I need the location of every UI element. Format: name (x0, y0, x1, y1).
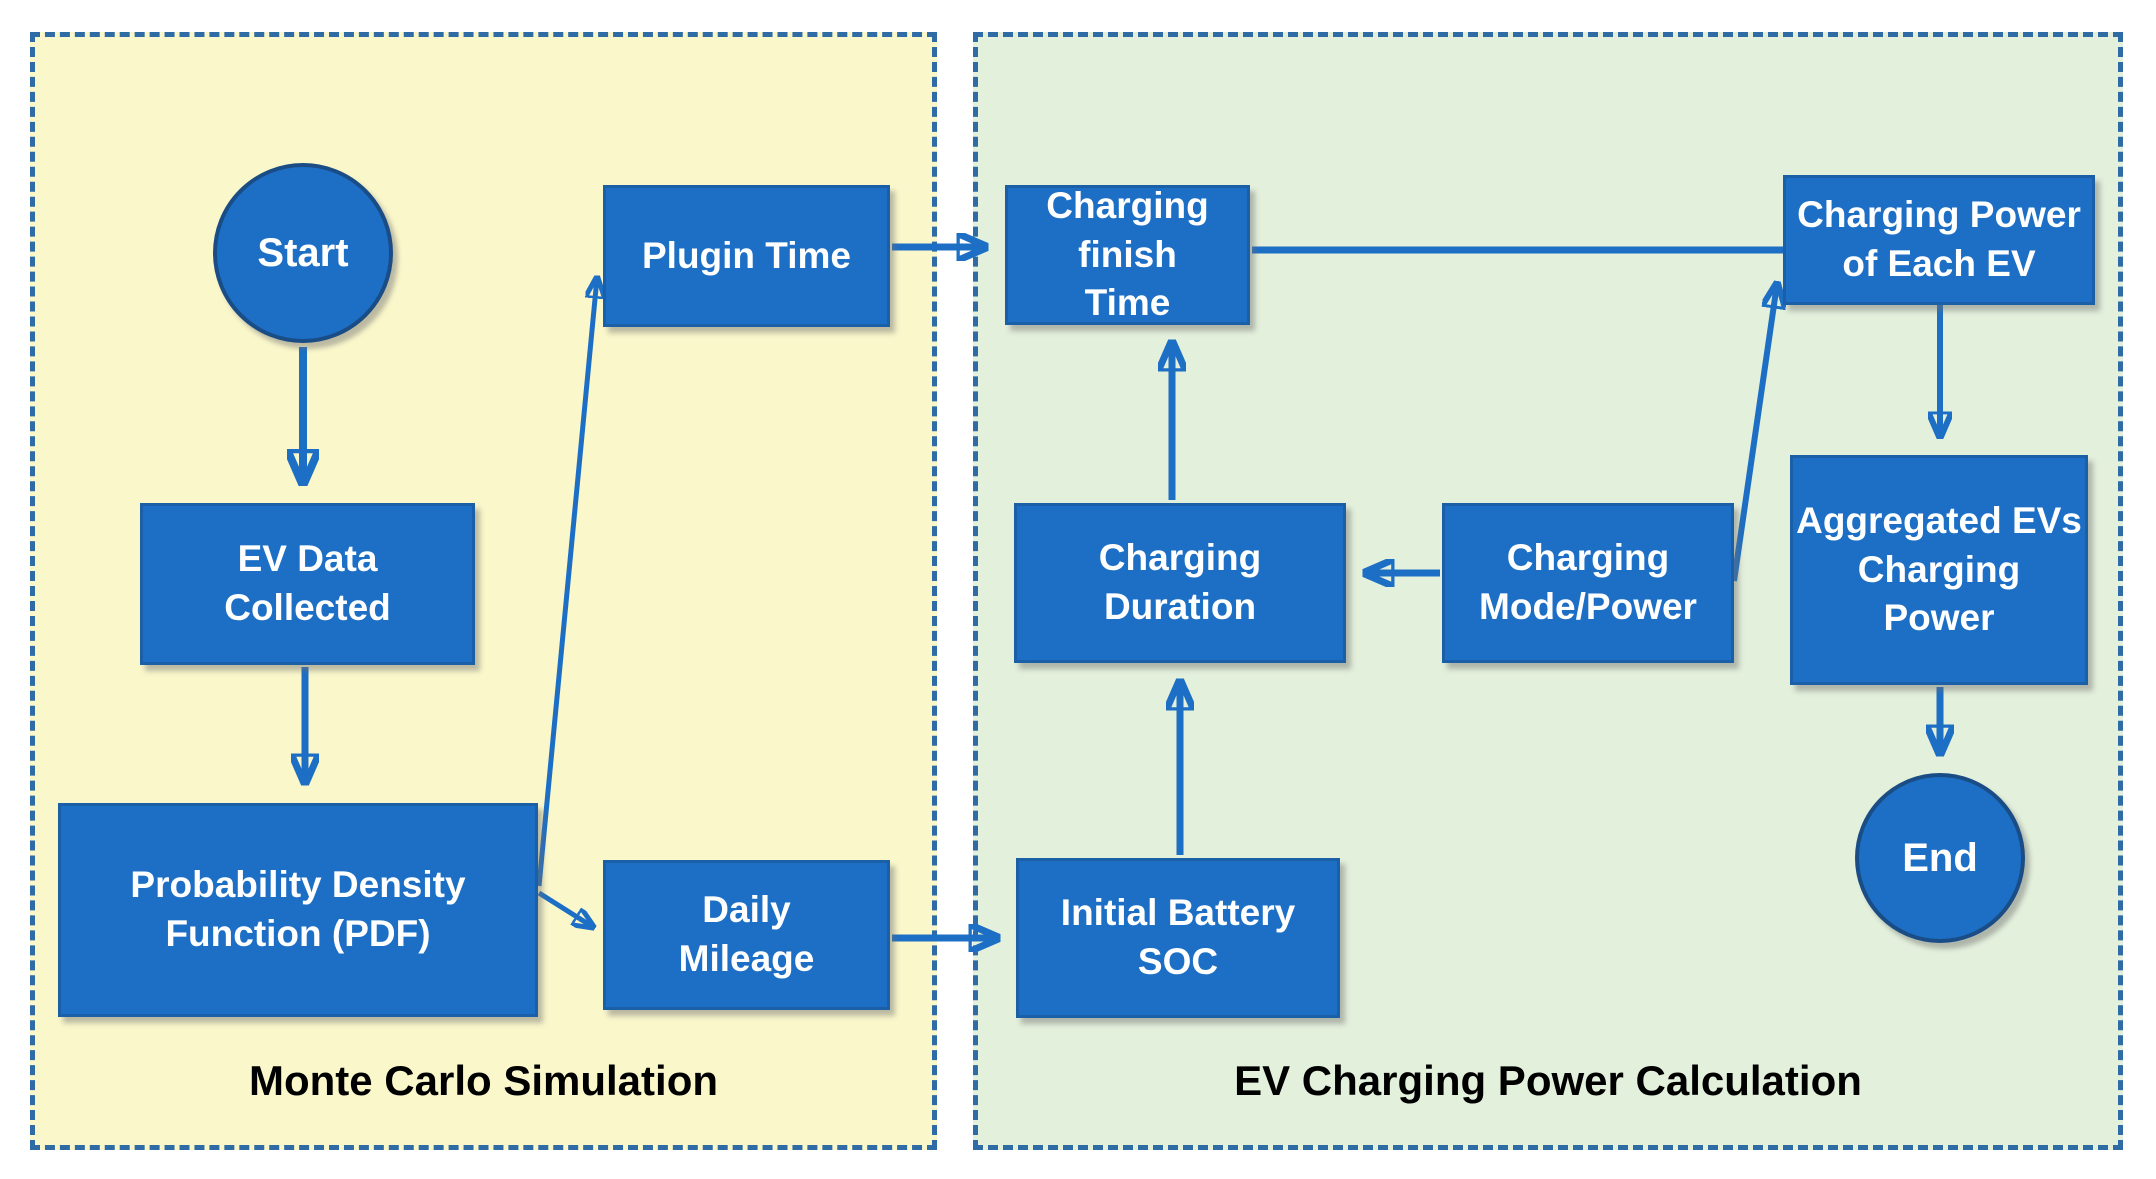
node-start-label: Start (257, 230, 349, 275)
monte-carlo-section-label: Monte Carlo Simulation (248, 1057, 718, 1104)
node-daily-mileage: Daily Mileage (603, 860, 890, 1010)
node-end-label: End (1902, 835, 1978, 880)
node-plugin-time: Plugin Time (603, 185, 890, 327)
node-daily-mileage-label: Daily Mileage (678, 889, 815, 979)
node-charging-finish-time-label: Charging finish Time (1046, 184, 1209, 324)
node-plugin-time-label: Plugin Time (641, 234, 851, 276)
node-charging-duration-label: Charging Duration (1098, 537, 1262, 627)
node-aggregated-evs-charging-power: Aggregated EVs Charging Power (1790, 455, 2088, 685)
node-aggregated-evs-charging-power-label: Aggregated EVs Charging Power (1796, 499, 2082, 639)
node-charging-duration: Charging Duration (1014, 503, 1346, 663)
node-ev-data-collected-label: EV Data Collected (224, 538, 391, 628)
node-charging-finish-time: Charging finish Time (1005, 185, 1250, 325)
node-probability-density-function: Probability Density Function (PDF) (58, 803, 538, 1017)
node-end: End (1855, 773, 2025, 943)
node-probability-density-function-label: Probability Density Function (PDF) (130, 864, 466, 954)
node-start: Start (213, 163, 393, 343)
node-charging-power-of-each-ev: Charging Power of Each EV (1783, 175, 2095, 305)
node-initial-battery-soc: Initial Battery SOC (1016, 858, 1340, 1018)
node-ev-data-collected: EV Data Collected (140, 503, 475, 665)
node-charging-power-of-each-ev-label: Charging Power of Each EV (1797, 194, 2081, 284)
node-charging-mode-power: Charging Mode/Power (1442, 503, 1734, 663)
node-charging-mode-power-label: Charging Mode/Power (1479, 537, 1697, 627)
node-initial-battery-soc-label: Initial Battery SOC (1060, 892, 1296, 982)
ev-charging-calculation-section-label: EV Charging Power Calculation (1234, 1057, 1862, 1104)
